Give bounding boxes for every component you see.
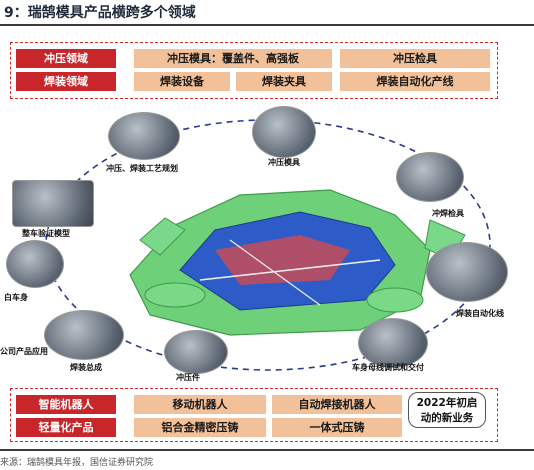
mobile-robot-label: 移动机器人 <box>134 395 266 414</box>
validation-model-label: 整车验证模型 <box>22 229 70 238</box>
stamped-parts-label: 冲压件 <box>176 373 200 382</box>
aluminum-die-casting-label: 铝合金精密压铸 <box>134 418 266 437</box>
white-body-label: 白车身 <box>4 293 28 302</box>
welding-fixture-label: 焊装夹具 <box>236 72 332 91</box>
stamped-parts-photo <box>164 330 228 374</box>
top-rule <box>0 24 534 26</box>
new-business-callout: 2022年初启 动的新业务 <box>408 392 486 428</box>
bottom-rule <box>0 449 534 451</box>
auto-welding-robot-label: 自动焊接机器人 <box>272 395 402 414</box>
stamping-die-node-label: 冲压模具 <box>268 158 300 167</box>
weld-automation-label: 焊装自动化线 <box>456 309 504 318</box>
stamping-die-label: 冲压模具：覆盖件、高强板 <box>134 49 332 68</box>
welding-automation-line-label: 焊装自动化产线 <box>340 72 490 91</box>
welding-domain-label: 焊装领域 <box>16 72 116 91</box>
source-footnote: 来源：瑞鹄模具年报，国信证券研究院 <box>0 458 154 468</box>
lightweight-products-label: 轻量化产品 <box>16 418 116 437</box>
welding-equipment-label: 焊装设备 <box>134 72 230 91</box>
smart-robot-label: 智能机器人 <box>16 395 116 414</box>
body-line-photo <box>358 318 428 368</box>
stamp-weld-gauge-photo <box>396 152 464 202</box>
weld-automation-photo <box>426 242 508 302</box>
bottom-domain-box <box>10 388 498 442</box>
validation-model-photo <box>12 180 94 227</box>
integrated-die-casting-label: 一体式压铸 <box>272 418 402 437</box>
new-business-line1: 2022年初启 <box>416 397 478 409</box>
top-domain-box <box>10 42 498 99</box>
stamping-die-photo <box>252 106 316 158</box>
white-body-photo <box>6 240 64 288</box>
body-line-label: 车身母线调试和交付 <box>352 363 424 372</box>
weld-assembly-photo <box>44 310 124 360</box>
figure-title: 9：瑞鹄模具产品横跨多个领域 <box>4 5 196 21</box>
stamp-weld-gauge-label: 冲焊检具 <box>432 209 464 218</box>
process-ring-diagram <box>45 119 491 371</box>
stamping-domain-label: 冲压领域 <box>16 49 116 68</box>
new-business-line2: 动的新业务 <box>420 412 474 424</box>
weld-assembly-label: 焊装总成 <box>70 363 102 372</box>
planning-photo <box>108 112 180 160</box>
car-body-illustration <box>129 189 466 336</box>
planning-label: 冲压、焊装工艺规划 <box>106 164 178 173</box>
company-products-label: 公司产品应用 <box>0 347 48 356</box>
stamping-gauge-label: 冲压检具 <box>340 49 490 68</box>
